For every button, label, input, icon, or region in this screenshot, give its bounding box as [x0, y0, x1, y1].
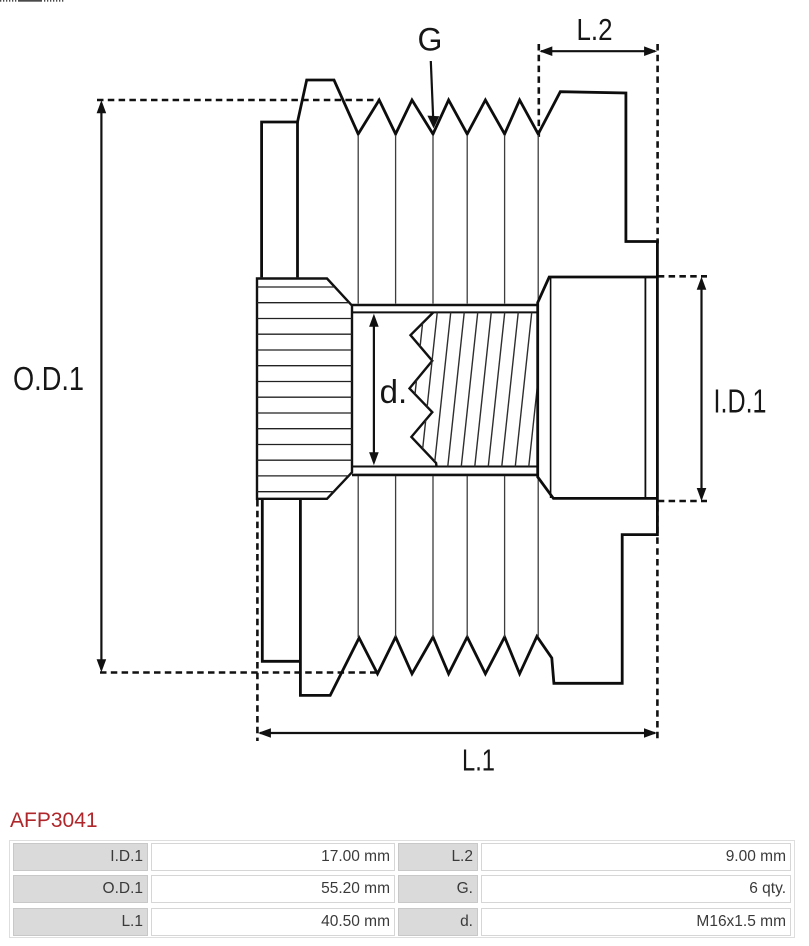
- svg-text:I.D.1: I.D.1: [714, 383, 767, 420]
- svg-text:G: G: [418, 21, 443, 57]
- svg-text:O.D.1: O.D.1: [13, 360, 84, 397]
- svg-text:d.: d.: [380, 373, 408, 410]
- svg-text:L.2: L.2: [577, 12, 613, 47]
- svg-text:L.1: L.1: [462, 742, 495, 777]
